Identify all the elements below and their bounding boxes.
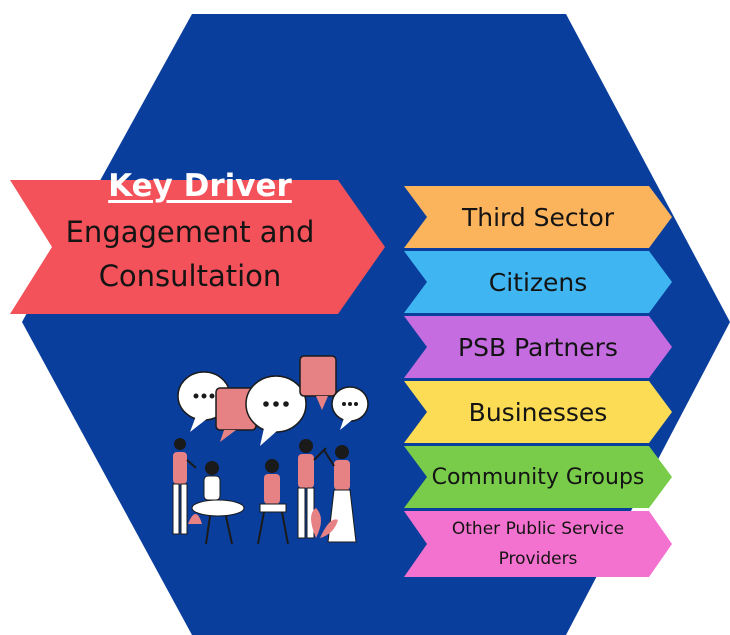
person-figure [257, 459, 289, 545]
stakeholder-label: Citizens [488, 267, 588, 297]
speech-bubble-icon [331, 386, 369, 430]
stakeholder-label-line2: Providers [498, 549, 578, 569]
key-driver-title: Key Driver [108, 168, 292, 204]
stakeholder-label: PSB Partners [458, 332, 618, 362]
stakeholder-label: Third Sector [461, 202, 615, 232]
key-driver-subtitle-line1: Engagement and [65, 215, 315, 249]
chevron-shape [404, 316, 672, 378]
person-figure [188, 461, 245, 545]
stakeholder-citizens: Citizens [404, 251, 672, 313]
speech-bubble-icon [245, 375, 307, 446]
stakeholder-other-public-service-providers: Other Public Service Providers [404, 511, 672, 577]
person-figure [323, 445, 357, 543]
stakeholder-psb-partners: PSB Partners [404, 316, 672, 378]
stakeholder-third-sector: Third Sector [404, 186, 672, 248]
stakeholder-businesses: Businesses [404, 381, 672, 443]
key-driver-subtitle-line2: Consultation [98, 259, 282, 293]
key-driver-subtitle: Engagement and Consultation [20, 210, 360, 298]
chevron-shape [404, 511, 672, 577]
stakeholder-label-line1: Other Public Service [451, 519, 625, 539]
person-figure [172, 438, 197, 535]
stakeholder-label: Other Public Service Providers [404, 511, 672, 577]
plant-icon [311, 508, 338, 538]
speech-bubble-icon [299, 355, 337, 410]
people-discussion-illustration [172, 355, 369, 545]
stakeholder-label: Businesses [468, 397, 608, 427]
chevron-shape [404, 381, 672, 443]
chevron-shape [404, 186, 672, 248]
chevron-shape [404, 251, 672, 313]
banner-shape [10, 180, 385, 314]
stakeholder-community-groups: Community Groups [404, 446, 672, 508]
person-figure [297, 439, 327, 539]
key-driver-banner [0, 180, 385, 314]
stakeholder-label: Community Groups [431, 464, 645, 490]
chevron-shape [404, 446, 672, 508]
